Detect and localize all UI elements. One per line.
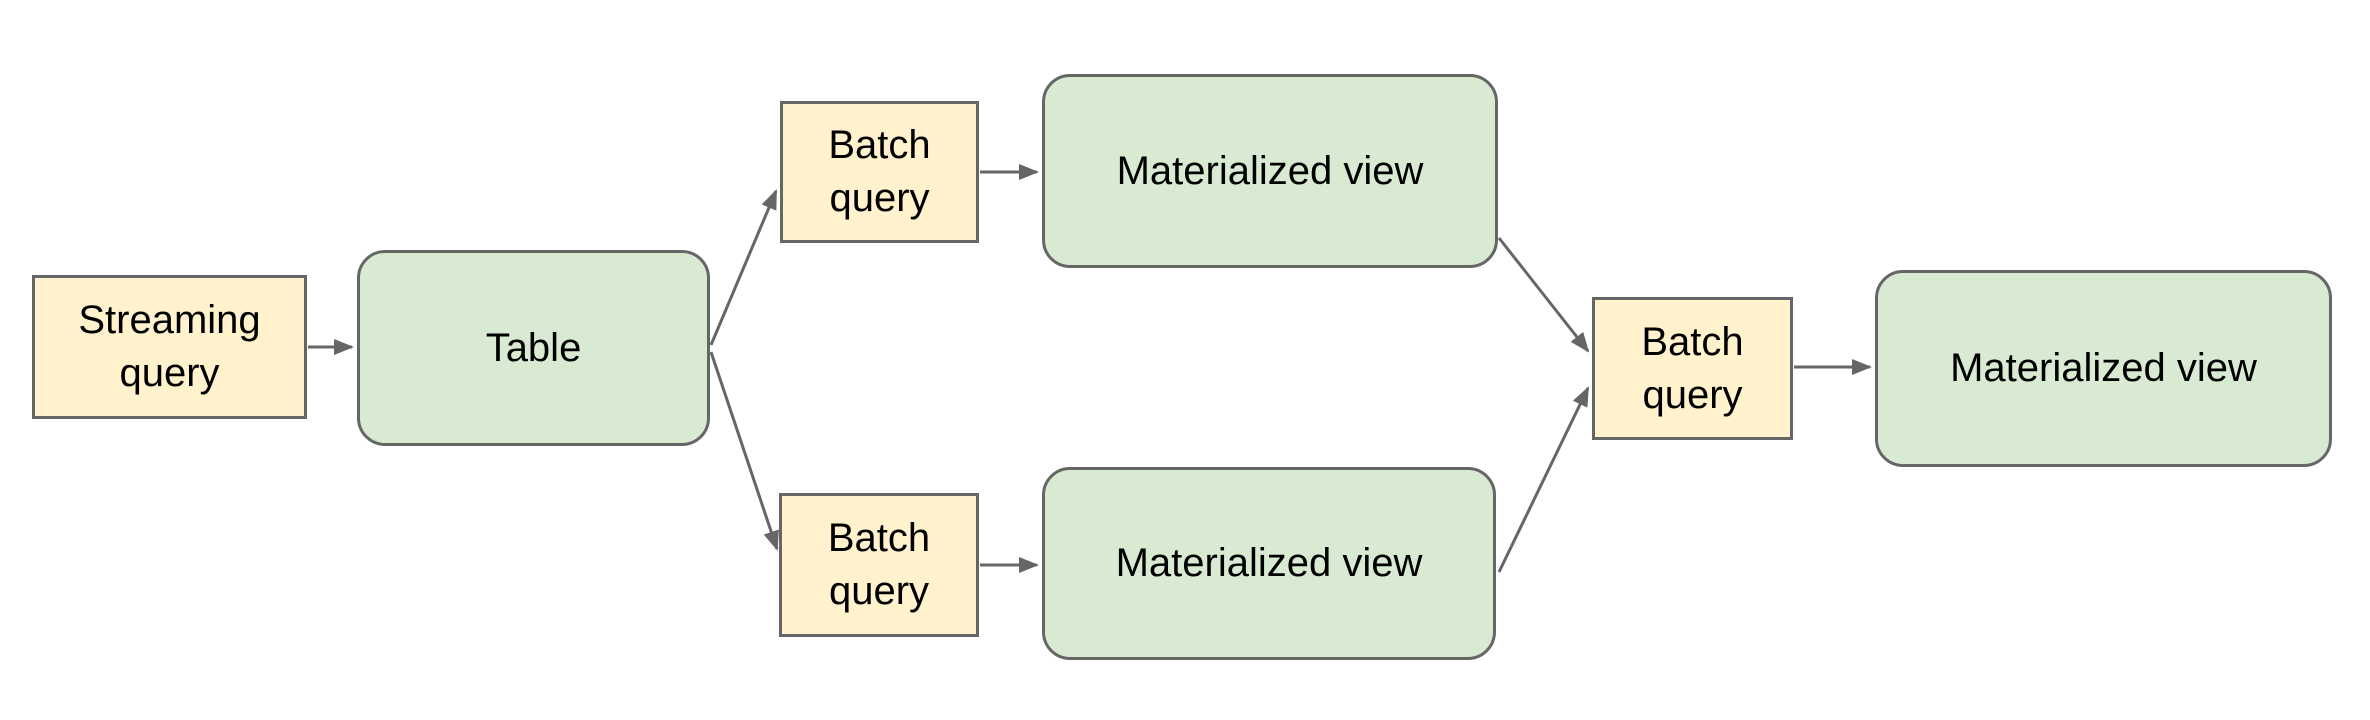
node-streaming-query: Streaming query — [32, 275, 307, 419]
node-label: Table — [485, 325, 582, 370]
node-label: Materialized view — [1115, 541, 1423, 585]
node-batch-query-right: Batch query — [1592, 297, 1793, 440]
edge-mv-top-to-batch-query-right — [1497, 237, 1590, 353]
node-label: Materialized view — [1950, 346, 2257, 390]
node-materialized-view-top: Materialized view — [1042, 74, 1498, 268]
node-table: Table — [357, 250, 710, 446]
node-materialized-view-right: Materialized view — [1875, 270, 2332, 467]
edge-mv-bottom-to-batch-query-right — [1497, 386, 1590, 573]
node-materialized-view-bottom: Materialized view — [1042, 467, 1496, 660]
node-batch-query-bottom: Batch query — [779, 493, 979, 637]
node-label: Batch query — [1641, 319, 1744, 417]
node-label: Batch query — [828, 123, 931, 220]
edge-table-to-batch-query-bottom — [709, 351, 779, 551]
node-label: Materialized view — [1116, 148, 1424, 193]
node-batch-query-top: Batch query — [780, 101, 979, 243]
node-label: Batch query — [827, 516, 931, 613]
node-label: Streaming query — [78, 298, 261, 395]
edge-table-to-batch-query-top — [709, 189, 778, 346]
